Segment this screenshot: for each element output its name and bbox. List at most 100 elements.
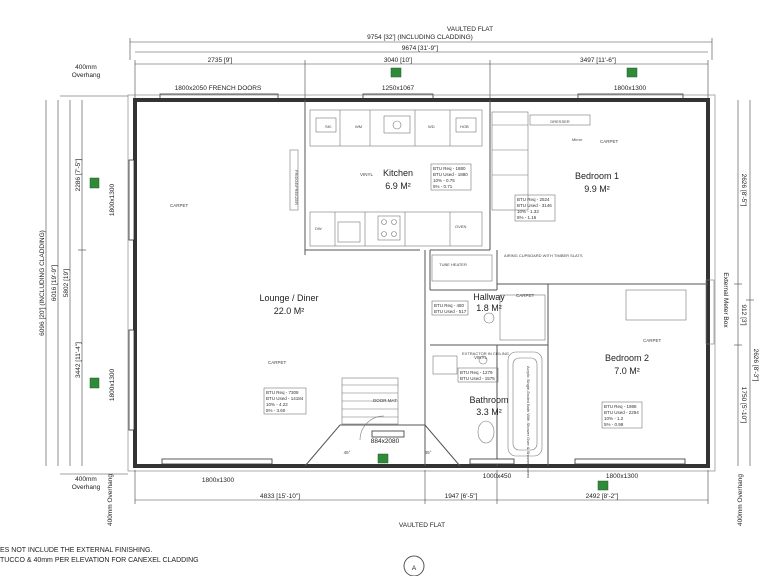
kitchen-vinyl: VINYL [360, 172, 374, 177]
right-seg4-text: 1750 [5'-10"] [740, 387, 747, 424]
btu-bedroom2-line2: BTU Used - 2294 [604, 410, 639, 415]
left-seg2-text: 3442 [11'-4"] [75, 342, 82, 378]
btu-bedroom2-line4: 5% - 0.98 [604, 422, 624, 427]
exit-sign-top [390, 67, 402, 78]
btu-bathroom-line1: BTU Req - 1279 [460, 370, 493, 375]
bed1-window-label: 1800x1300 [614, 85, 647, 92]
appliance-wd: WD [428, 124, 435, 129]
right-seg1-text: 2626 [8'-5"] [740, 174, 747, 207]
left-win-upper-label: 1800x1300 [109, 184, 116, 217]
appliance-dw: DW [315, 226, 322, 231]
bed2-window-bottom-label: 1800x1300 [606, 473, 639, 480]
btu-hallway-line2: BTU Used - 517 [434, 309, 467, 314]
hall-vinyl: VINYL [474, 355, 488, 360]
overhang-br-label: 400mm Overhang [737, 474, 744, 526]
dresser [529, 114, 591, 126]
btu-kitchen: BTU Req - 1880 BTU Used - 1880 10% - 0.7… [430, 163, 472, 191]
btu-bedroom2: BTU Req - 1988 BTU Used - 2294 10% - 1.2… [601, 401, 643, 429]
btu-hallway-line1: BTU Req - 480 [434, 303, 465, 308]
btu-bedroom2-line1: BTU Req - 1988 [604, 404, 637, 409]
hallway-name: Hallway [473, 292, 505, 302]
kitchen-name: Kitchen [383, 168, 413, 178]
vaulted-top-label: VAULTED FLAT [447, 26, 493, 33]
btu-bedroom1-line3: 10% - 1.33 [517, 209, 539, 214]
lounge-window-bottom-label: 1800x1300 [202, 477, 235, 484]
overhang-tl-label-2: Overhang [72, 72, 101, 79]
section-marker-letter: A [412, 565, 417, 572]
entry-bay [304, 377, 461, 467]
overhang-bl-label: 400mm [75, 476, 97, 483]
btu-lounge-line2: BTU Used - 14184 [266, 396, 304, 401]
dresser-label: DRESSER [550, 119, 569, 124]
btu-bathroom-line2: BTU Used - 1575 [460, 376, 495, 381]
exit-sign-bottom-entry [377, 453, 389, 464]
angle-left: 45° [344, 450, 351, 455]
btu-bathroom: BTU Req - 1279 BTU Used - 1575 [457, 367, 499, 383]
kitchen-units-top [309, 109, 483, 147]
bedroom2-area: 7.0 M² [614, 366, 640, 376]
bed2-window-bottom [574, 458, 686, 465]
bathroom-name: Bathroom [469, 395, 508, 405]
left-win-lower-label: 1800x1300 [109, 369, 116, 402]
btu-hallway: BTU Req - 480 BTU Used - 517 [431, 300, 469, 316]
bedroom2-wardrobe [625, 289, 687, 321]
top-seg1-text: 2735 [9'] [208, 57, 233, 64]
appliance-oven: OVEN [455, 224, 466, 229]
extractor-label: EXTRACTOR IN CEILING [462, 351, 509, 356]
meter-box [705, 279, 715, 345]
right-dimensions: 2626 [8'-5"] 912 [3'] 2626 [8'-3"] 1750 … [734, 100, 759, 466]
bath-window [469, 458, 515, 465]
kitchen-window-label: 1250x1067 [382, 85, 415, 92]
cladding-outline [127, 94, 716, 472]
bedroom1-area: 9.9 M² [584, 184, 610, 194]
appliance-ski: SKI [325, 124, 331, 129]
btu-lounge-line4: 5% - 3.60 [266, 408, 286, 413]
appliance-wm: WM [355, 124, 362, 129]
lounge-name: Lounge / Diner [259, 293, 318, 303]
bedroom2-carpet: CARPET [643, 338, 662, 343]
top-seg3-text: 3497 [11'-6"] [580, 57, 616, 64]
bedroom1-carpet: CARPET [600, 139, 619, 144]
lounge-area: 22.0 M² [274, 306, 305, 316]
vaulted-bottom-label: VAULTED FLAT [399, 522, 445, 529]
bottom-seg3-text: 2492 [8'-2"] [586, 493, 619, 500]
mirror-label: Mirror [572, 137, 583, 142]
left-window-lower [128, 329, 135, 431]
btu-kitchen-line3: 10% - 0.75 [433, 178, 455, 183]
btu-kitchen-line2: BTU Used - 1880 [433, 172, 468, 177]
btu-lounge-line1: BTU Req - 7308 [266, 390, 299, 395]
lounge-carpet-upper: CARPET [170, 203, 189, 208]
appliance-hob: HOB [460, 124, 469, 129]
overhang-tl-label: 400mm [75, 64, 97, 71]
hallway-area: 1.8 M² [476, 303, 502, 313]
appliance-fridge: FRIDGE/FREEZER [294, 170, 299, 205]
overhang-bl-label-2: Overhang [72, 484, 101, 491]
note-line-1: ES NOT INCLUDE THE EXTERNAL FINISHING. [0, 547, 152, 554]
hall-light [483, 312, 495, 324]
internal-walls [289, 100, 708, 466]
tube-heater-label: TUBE HEATER [439, 262, 467, 267]
kitchen-area: 6.9 M² [385, 181, 411, 191]
exit-sign-left-lower [89, 377, 100, 389]
top-segment-dimensions: 2735 [9'] 3040 [10'] 3497 [11'-6"] [134, 57, 709, 100]
left-window-upper [128, 159, 135, 241]
hallway-carpet: CARPET [516, 293, 535, 298]
overhang-bm-label: 400mm Overhang [107, 474, 114, 526]
bottom-seg1-text: 4833 [15'-10"] [260, 493, 300, 500]
btu-bedroom1-line1: BTU Req - 2524 [517, 197, 550, 202]
entry-door-label: 884x2080 [371, 438, 400, 445]
left-seg1-text: 2286 [7'-5"] [75, 158, 82, 191]
btu-lounge-line3: 10% - 4.22 [266, 402, 288, 407]
btu-bedroom1: BTU Req - 2524 BTU Used - 3146 10% - 1.3… [514, 194, 556, 222]
left-outer-text: 6096 [20'] (INCLUDING CLADDING) [39, 230, 46, 336]
bottom-dimensions: 4833 [15'-10"] 1947 [6'-5"] 2492 [8'-2"] [134, 470, 709, 504]
overall-text: 9674 [31'-9"] [402, 45, 439, 52]
airing-label: AIRING CUPBOARD WITH TIMBER SLATS [504, 253, 583, 258]
exit-sign-bottom-right [597, 480, 609, 491]
french-doors-label: 1800x2050 FRENCH DOORS [175, 85, 262, 92]
left-inner-text: 5802 [19'] [63, 269, 70, 298]
bath-fixtures [432, 351, 543, 457]
left-mid-text: 6016 [19'-9"] [51, 265, 58, 302]
btu-lounge: BTU Req - 7308 BTU Used - 14184 10% - 4.… [263, 387, 307, 415]
